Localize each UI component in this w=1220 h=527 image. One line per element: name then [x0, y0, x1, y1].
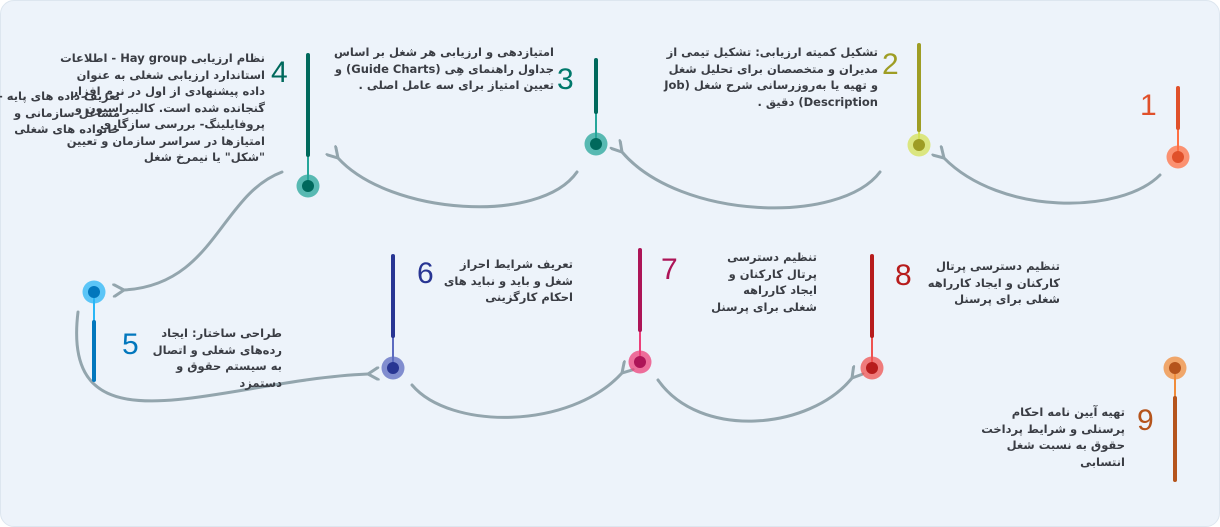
arrow-3-to-4: [338, 158, 579, 209]
step-7-number: 7: [661, 253, 678, 286]
arrow-2-to-3: [622, 152, 882, 210]
arrow-6-to-7: [410, 373, 622, 419]
arrow-7-to-8: [656, 378, 852, 423]
step-7-dot: [634, 356, 646, 368]
step-2-dot: [913, 139, 925, 151]
arrow-1-to-2: [944, 158, 1162, 205]
step-6-dot: [387, 362, 399, 374]
step-7-text: تنظیم دسترسی پرتال کارکنان و ایجاد کاررا…: [711, 250, 817, 314]
step-3-dot: [590, 138, 602, 150]
step-6-text: تعریف شرایط احراز شغل و باید و نباید های…: [443, 257, 573, 304]
step-5-text: طراحی ساختار: ایجاد رده‌های شغلی و اتصال…: [152, 326, 282, 390]
step-8-number: 8: [895, 259, 912, 292]
arrow-4-to-5: [124, 170, 284, 290]
step-3-text: امتیازدهی و ارزیابی هر شغل بر اساس جداول…: [334, 45, 554, 92]
step-6-number: 6: [417, 257, 434, 290]
step-4-number: 4: [271, 56, 288, 89]
step-9-number: 9: [1137, 404, 1154, 437]
step-9-text: تهیه آیین نامه احکام پرسنلی و شرایط پردا…: [981, 405, 1125, 469]
step-2-number: 2: [882, 48, 899, 81]
step-8-dot: [866, 362, 878, 374]
step-4-text: نظام ارزیابی Hay group - اطلاعات استاندا…: [60, 51, 265, 164]
step-5-dot: [88, 286, 100, 298]
step-1-dot: [1172, 151, 1184, 163]
arrow-5-to-6: [75, 310, 368, 403]
step-9-dot: [1169, 362, 1181, 374]
step-1-number: 1: [1140, 89, 1157, 122]
step-2-text: تشکیل کمیته ارزیابی: تشکیل تیمی از مدیرا…: [664, 45, 878, 109]
step-1-text: تعریف داده های پایه - مشاغل سازمانی و خا…: [0, 89, 120, 136]
step-5-number: 5: [122, 328, 139, 361]
step-8-text: تنظیم دسترسی پرتال کارکنان و ایجاد کاررا…: [927, 259, 1060, 306]
step-4-dot: [302, 180, 314, 192]
step-3-number: 3: [557, 63, 574, 96]
